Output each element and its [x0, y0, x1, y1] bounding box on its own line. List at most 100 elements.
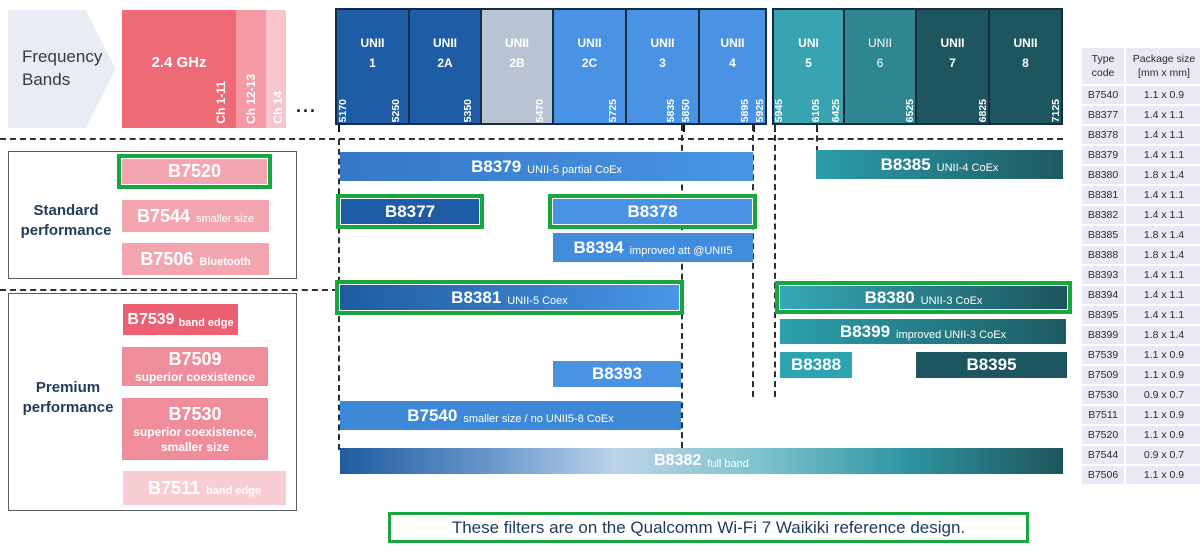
table-cell-code: B8382 [1082, 206, 1124, 224]
table-cell-code: B7511 [1082, 406, 1124, 424]
channel-label-1-11: Ch 1-11 [214, 81, 228, 124]
filter-bar-b8385: B8385 UNII-4 CoEx [816, 150, 1063, 179]
filter-b7520-highlight: B7520 [117, 154, 272, 189]
table-cell-code: B8379 [1082, 146, 1124, 164]
filter-bar-b8377-highlight: B8377 [336, 194, 484, 229]
table-cell-size: 1.8 x 1.4 [1126, 246, 1200, 264]
band-2-4ghz-ch14-stripe [266, 10, 286, 128]
frequency-bands-arrow: Frequency Bands [8, 10, 116, 128]
channel-label-14: Ch 14 [271, 91, 285, 124]
table-header-package-size: Package size [mm x mm] [1126, 48, 1200, 84]
table-cell-size: 1.4 x 1.1 [1126, 126, 1200, 144]
table-cell-code: B8388 [1082, 246, 1124, 264]
table-cell-size: 1.4 x 1.1 [1126, 106, 1200, 124]
filter-b7539: B7539 band edge [123, 304, 238, 335]
frequency-bands-label: Frequency Bands [22, 47, 103, 89]
filter-b7506: B7506 Bluetooth [122, 243, 269, 275]
filter-bar-b8382: B8382 full band [340, 448, 1063, 474]
table-cell-size: 1.8 x 1.4 [1126, 226, 1200, 244]
reference-design-caption: These filters are on the Qualcomm Wi-Fi … [388, 512, 1029, 543]
filter-bar-b8395: B8395 [916, 352, 1067, 378]
table-cell-code: B7540 [1082, 86, 1124, 104]
table-cell-code: B8395 [1082, 306, 1124, 324]
standard-performance-label: Standard performance [20, 202, 112, 240]
filter-bar-b8388: B8388 [780, 352, 852, 378]
table-cell-size: 1.1 x 0.9 [1126, 466, 1200, 484]
table-cell-size: 1.4 x 1.1 [1126, 286, 1200, 304]
band-2-4ghz: 2.4 GHz Ch 1-11 Ch 12-13 Ch 14 [122, 10, 286, 128]
table-cell-size: 1.1 x 0.9 [1126, 86, 1200, 104]
ellipsis: ... [296, 96, 318, 116]
filter-bar-b8378: B8378 [553, 199, 752, 224]
filter-b7544: B7544 smaller size [122, 200, 269, 232]
table-cell-size: 0.9 x 0.7 [1126, 386, 1200, 404]
table-cell-size: 1.1 x 0.9 [1126, 426, 1200, 444]
filter-bar-b8394: B8394 improved att @UNII5 [553, 233, 753, 262]
filter-bar-b8381: B8381 UNII-5 Coex [340, 285, 679, 310]
table-cell-size: 1.8 x 1.4 [1126, 326, 1200, 344]
table-cell-size: 1.4 x 1.1 [1126, 266, 1200, 284]
axis-tick [338, 125, 340, 132]
filter-bar-b8380-highlight: B8380 UNII-3 CoEx [775, 281, 1072, 314]
filter-bar-b8378-highlight: B8378 [548, 194, 757, 229]
table-cell-code: B8378 [1082, 126, 1124, 144]
dashed-guide-5925 [752, 125, 754, 397]
package-size-table: Type code Package size [mm x mm] B7540 1… [1082, 48, 1200, 484]
table-cell-size: 1.4 x 1.1 [1126, 186, 1200, 204]
table-cell-code: B8381 [1082, 186, 1124, 204]
table-cell-size: 1.4 x 1.1 [1126, 306, 1200, 324]
band-2-4ghz-ch12-13-stripe [236, 10, 266, 128]
table-cell-size: 1.1 x 0.9 [1126, 366, 1200, 384]
table-cell-size: 0.9 x 0.7 [1126, 446, 1200, 464]
table-header-type-code: Type code [1082, 48, 1124, 84]
table-cell-code: B7520 [1082, 426, 1124, 444]
table-cell-code: B8385 [1082, 226, 1124, 244]
filter-bar-b8377: B8377 [341, 199, 479, 224]
table-cell-code: B8380 [1082, 166, 1124, 184]
filter-bar-b8379: B8379 UNII-5 partial CoEx [340, 152, 753, 181]
table-cell-code: B8394 [1082, 286, 1124, 304]
filter-b7530: B7530 superior coexistence, smaller size [122, 398, 268, 460]
filter-bar-b8380: B8380 UNII-3 CoEx [780, 286, 1067, 309]
premium-performance-label: Premium performance [22, 379, 114, 417]
dashed-divider-horizontal [0, 289, 338, 291]
table-cell-code: B8377 [1082, 106, 1124, 124]
channel-label-12-13: Ch 12-13 [244, 73, 258, 124]
filter-bar-b8381-highlight: B8381 UNII-5 Coex [335, 280, 684, 315]
table-cell-code: B8393 [1082, 266, 1124, 284]
filter-bar-b7540: B7540 smaller size / no UNII5-8 CoEx [340, 401, 681, 430]
dashed-guide-6105 [816, 125, 818, 152]
dashed-divider-horizontal [0, 138, 1063, 140]
table-cell-code: B7539 [1082, 346, 1124, 364]
table-cell-size: 1.4 x 1.1 [1126, 206, 1200, 224]
filter-bar-b8393: B8393 [553, 361, 681, 387]
table-cell-size: 1.4 x 1.1 [1126, 146, 1200, 164]
table-cell-size: 1.8 x 1.4 [1126, 166, 1200, 184]
filter-b7520: B7520 [122, 159, 267, 184]
axis-tick [683, 125, 685, 132]
table-cell-code: B7509 [1082, 366, 1124, 384]
dashed-guide-5945 [774, 125, 776, 397]
axis-tick [753, 125, 755, 132]
filter-b7511: B7511 band edge [123, 471, 286, 505]
table-cell-code: B7544 [1082, 446, 1124, 464]
table-cell-code: B7530 [1082, 386, 1124, 404]
band-2-4ghz-label: 2.4 GHz [151, 54, 207, 71]
table-cell-size: 1.1 x 0.9 [1126, 406, 1200, 424]
table-cell-code: B8399 [1082, 326, 1124, 344]
table-cell-code: B7506 [1082, 466, 1124, 484]
filter-b7509: B7509 superior coexistence [122, 347, 268, 386]
table-cell-size: 1.1 x 0.9 [1126, 346, 1200, 364]
